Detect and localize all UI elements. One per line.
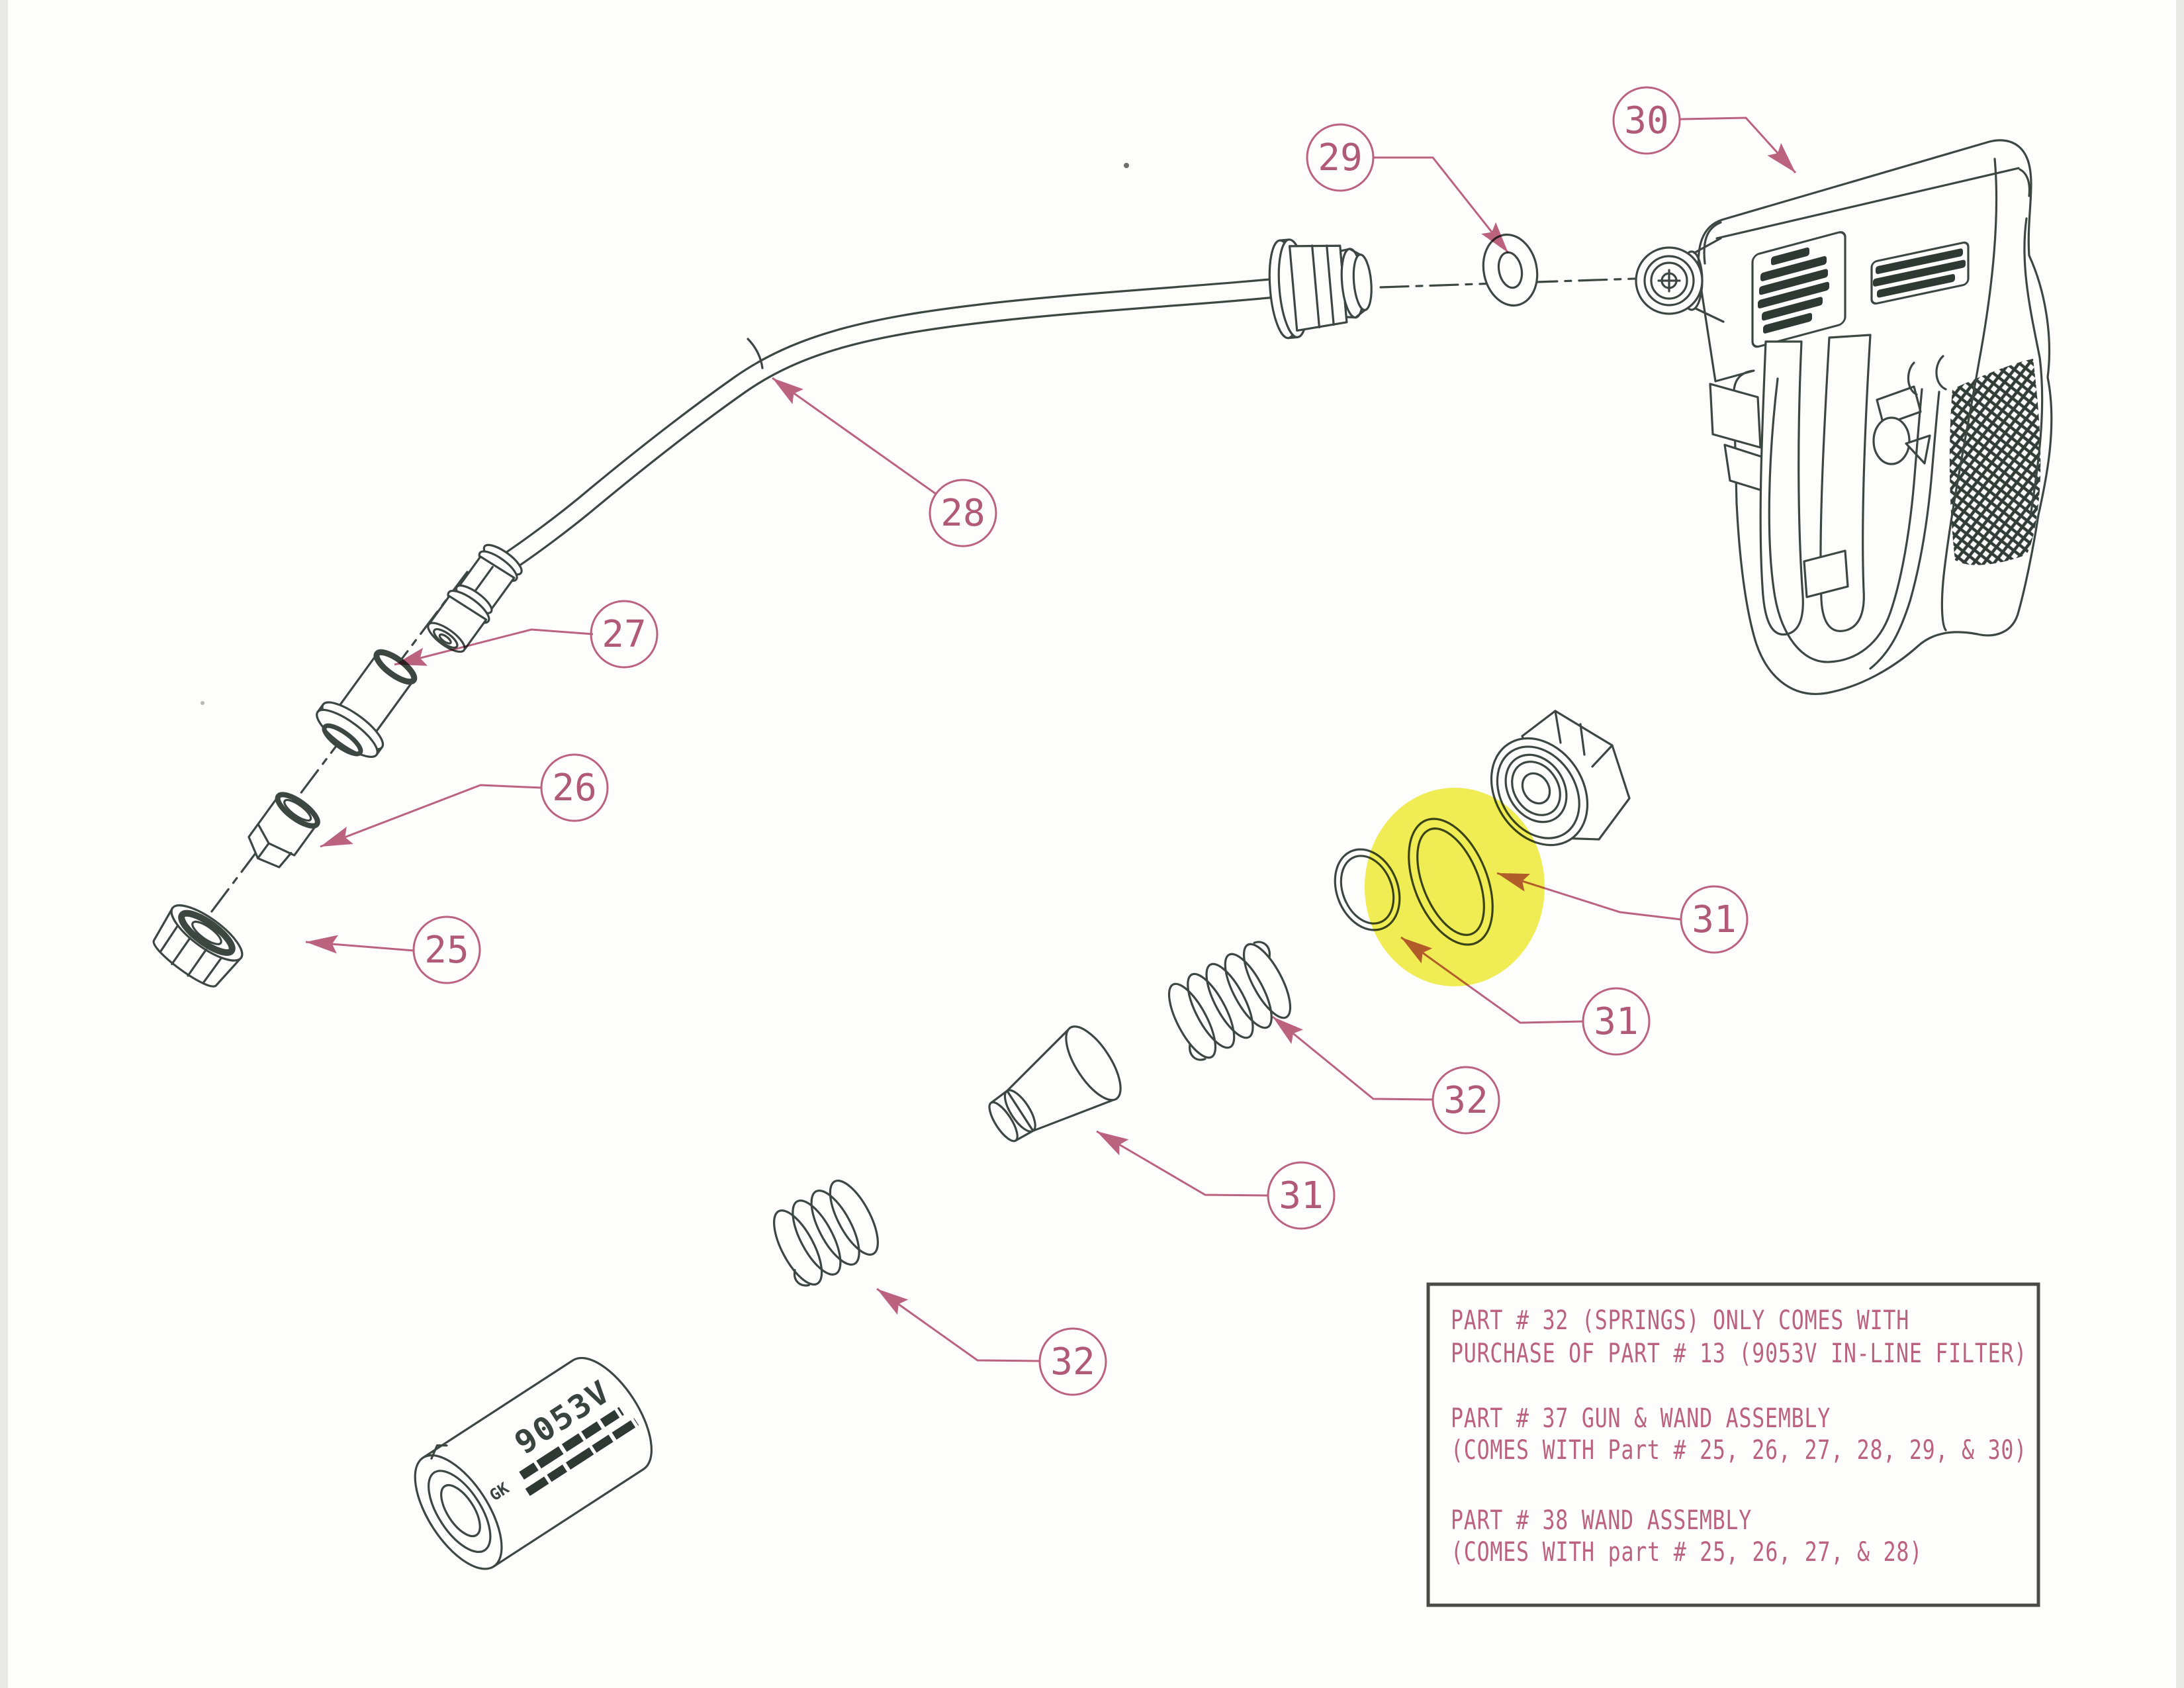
- gun-inlet-hex-cap: [1490, 710, 1631, 847]
- arrowhead-28: [772, 378, 804, 404]
- note-line-1: PART # 32 (SPRINGS) ONLY COMES WITH: [1451, 1305, 1909, 1336]
- leader-31-oring: [1496, 872, 1682, 921]
- callout-31-poppet-label: 31: [1279, 1174, 1323, 1217]
- arrowhead-27: [394, 647, 428, 666]
- arrowhead-31-poppet: [1097, 1131, 1129, 1156]
- callout-27: 27: [590, 600, 659, 669]
- wand-tube: [498, 274, 1310, 573]
- callout-29: 29: [1306, 123, 1375, 192]
- part-27-spacer: [316, 649, 418, 758]
- gun-label-plate-2: [1870, 241, 1970, 305]
- note-line-2: PURCHASE OF PART # 13 (9053V IN-LINE FIL…: [1451, 1338, 2027, 1369]
- filter-small-text-line: [519, 1407, 624, 1480]
- callout-26: 26: [540, 753, 609, 822]
- trigger-lock: [1872, 355, 1947, 465]
- arrowhead-31-oring: [1497, 873, 1530, 892]
- callout-31-washer-label: 31: [1594, 1000, 1638, 1043]
- leader-27: [394, 628, 594, 666]
- callout-32-lower: 32: [1038, 1327, 1107, 1396]
- arrowhead-31-washer: [1401, 937, 1433, 964]
- callout-30: 30: [1612, 86, 1681, 155]
- arrowhead-29: [1481, 222, 1508, 253]
- leader-28: [772, 377, 936, 495]
- part-30-gun: [1635, 139, 2053, 695]
- wand-nut: [1268, 238, 1373, 340]
- gun-inlet: [1635, 237, 1725, 323]
- note-line-5: PART # 38 WAND ASSEMBLY: [1451, 1505, 1752, 1536]
- note-line-4: (COMES WITH Part # 25, 26, 27, 28, 29, &…: [1451, 1435, 2027, 1466]
- callout-28: 28: [929, 479, 997, 547]
- part-29-o-ring: [1482, 233, 1539, 307]
- part-25-cap: [152, 904, 244, 988]
- leader-32-upper: [1272, 1015, 1433, 1101]
- part-26-nozzle-holder: [248, 792, 320, 868]
- wand-joint-line: [747, 338, 764, 369]
- arrowhead-26: [320, 826, 353, 847]
- note-line-3: PART # 37 GUN & WAND ASSEMBLY: [1451, 1403, 1831, 1434]
- trigger-front-bar: [1759, 340, 1804, 636]
- scan-speck: [1124, 163, 1129, 168]
- leader-32-lower: [876, 1288, 1040, 1362]
- filter-small-text-line: [525, 1418, 639, 1496]
- grip-texture: [1949, 359, 2041, 565]
- callout-25-label: 25: [424, 929, 469, 972]
- scan-edge-right: [2176, 0, 2184, 1688]
- callout-26-label: 26: [552, 767, 596, 810]
- part-32-spring-upper: [1167, 941, 1292, 1061]
- callout-32-upper-label: 32: [1443, 1079, 1488, 1122]
- callout-28-label: 28: [940, 492, 985, 535]
- arrowhead-30: [1767, 143, 1796, 173]
- callout-32-lower-label: 32: [1050, 1340, 1095, 1383]
- arrowhead-32-upper: [1273, 1017, 1304, 1045]
- callout-27-label: 27: [602, 613, 646, 656]
- trigger-guard: [1768, 377, 1923, 663]
- callout-31-poppet: 31: [1267, 1161, 1336, 1230]
- leader-31-washer: [1400, 936, 1584, 1024]
- callout-29-label: 29: [1318, 136, 1362, 179]
- wand-tip-fitting: [427, 543, 523, 653]
- gun-label-plate-1: [1751, 231, 1846, 348]
- callout-30-label: 30: [1624, 99, 1668, 142]
- callout-25: 25: [412, 915, 481, 984]
- annotations: 25 26 27 28 29 30 31 31: [305, 86, 2040, 1607]
- arrowhead-32-lower: [877, 1289, 909, 1315]
- callout-32-upper: 32: [1432, 1066, 1500, 1135]
- note-line-6: (COMES WITH part # 25, 26, 27, & 28): [1451, 1537, 1923, 1568]
- callout-31-washer: 31: [1582, 987, 1651, 1056]
- callout-31-oring-label: 31: [1692, 898, 1736, 941]
- arrowhead-25: [306, 935, 338, 954]
- scan-edge-left: [0, 0, 8, 1688]
- part-32-spring-lower: [773, 1179, 879, 1287]
- note-box-border: [1426, 1282, 2040, 1607]
- highlight-ellipse: [1365, 788, 1545, 986]
- note-box: PART # 32 (SPRINGS) ONLY COMES WITH PURC…: [1426, 1282, 2040, 1607]
- leader-31-poppet: [1096, 1130, 1269, 1197]
- scan-speck: [201, 701, 205, 705]
- centerline-wand-tip-axis: [196, 571, 469, 932]
- leader-29: [1373, 156, 1510, 254]
- part-31-poppet-cone: [988, 1025, 1122, 1143]
- leader-26: [320, 784, 542, 848]
- callout-31-oring: 31: [1680, 885, 1749, 954]
